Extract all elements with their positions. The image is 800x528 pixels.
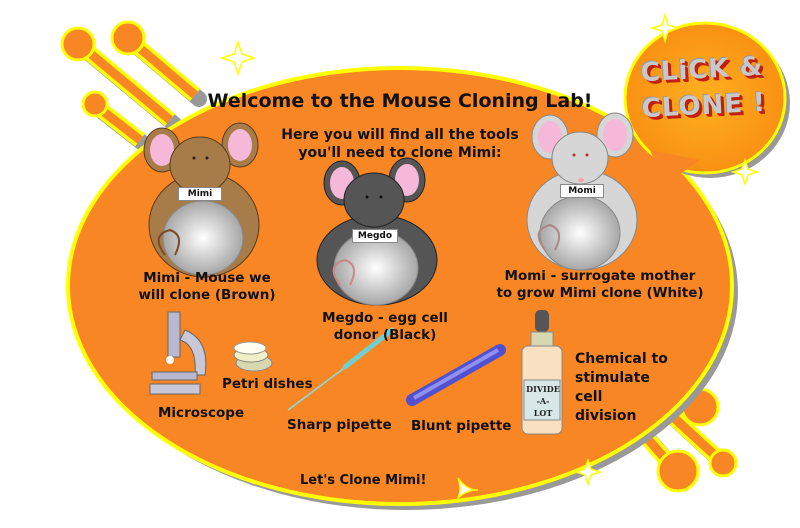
- petri-dishes-tool[interactable]: [228, 335, 278, 375]
- megdo-name-tag: Megdo: [352, 229, 398, 243]
- bottle-label-line-1: DIVIDE: [526, 384, 560, 394]
- blunt-pipette-tool[interactable]: [405, 340, 505, 410]
- mouse-momi-hotspot[interactable]: [525, 115, 655, 265]
- sharp-pipette-tool[interactable]: [285, 325, 395, 415]
- momi-caption: Momi - surrogate mother to grow Mimi clo…: [485, 268, 715, 302]
- megdo-caption-line-1: Megdo - egg cell: [322, 310, 448, 326]
- microscope-icon: [149, 311, 207, 395]
- sharp-pipette-label: Sharp pipette: [287, 417, 392, 433]
- page-title: Welcome to the Mouse Cloning Lab!: [207, 90, 593, 112]
- mouse-mimi: [143, 122, 260, 278]
- mimi-caption-line-1: Mimi - Mouse we: [143, 270, 271, 286]
- click-clone-bubble: [623, 21, 790, 185]
- mimi-caption: Mimi - Mouse we will clone (Brown): [122, 270, 292, 304]
- intro-text: Here you will find all the tools you'll …: [270, 127, 530, 162]
- bottle-label: DIVIDE -A- LOT: [526, 383, 560, 419]
- sparkle-decorations: [219, 12, 760, 499]
- divide-a-lot-bottle-icon: [521, 310, 563, 435]
- bottle-label-line-3: LOT: [533, 408, 553, 418]
- chemical-line-1: Chemical to: [575, 351, 668, 367]
- momi-caption-line-2: to grow Mimi clone (White): [496, 284, 704, 301]
- mouse-mimi-hotspot[interactable]: [140, 125, 275, 275]
- click-and-clone-button[interactable]: CLiCK & CLONE !: [626, 48, 780, 128]
- blunt-pipette-icon: [406, 344, 506, 406]
- microscope-tool[interactable]: [145, 305, 205, 400]
- petri-dishes-label: Petri dishes: [222, 376, 313, 392]
- lets-clone-mimi-link[interactable]: Let's Clone Mimi!: [300, 473, 427, 488]
- petri-dishes-icon: [233, 341, 273, 372]
- chemical-line-4: division: [575, 408, 637, 424]
- intro-line-2: you'll need to clone Mimi:: [298, 144, 502, 161]
- mimi-caption-line-2: will clone (Brown): [138, 286, 276, 303]
- megdo-caption: Megdo - egg cell donor (Black): [300, 310, 470, 344]
- intro-line-1: Here you will find all the tools: [281, 127, 519, 143]
- mouse-megdo: [316, 157, 438, 306]
- sharp-pipette-icon: [287, 327, 395, 411]
- chemical-line-3: cell: [575, 389, 603, 405]
- momi-caption-line-1: Momi - surrogate mother: [504, 268, 696, 284]
- chemical-label: Chemical to stimulate cell division: [575, 350, 668, 426]
- mimi-name-tag: Mimi: [178, 187, 222, 201]
- megdo-caption-line-2: donor (Black): [333, 326, 437, 343]
- chemical-bottle-tool[interactable]: DIVIDE -A- LOT: [520, 308, 565, 436]
- blunt-pipette-label: Blunt pipette: [411, 418, 512, 434]
- mouse-momi: [526, 112, 638, 271]
- chemical-line-2: stimulate: [575, 370, 650, 386]
- momi-name-tag: Momi: [560, 184, 604, 198]
- mouse-megdo-hotspot[interactable]: [315, 160, 445, 310]
- circuit-decoration-top-left: [60, 20, 207, 152]
- bottle-label-line-2: -A-: [536, 396, 550, 406]
- microscope-label: Microscope: [158, 405, 245, 421]
